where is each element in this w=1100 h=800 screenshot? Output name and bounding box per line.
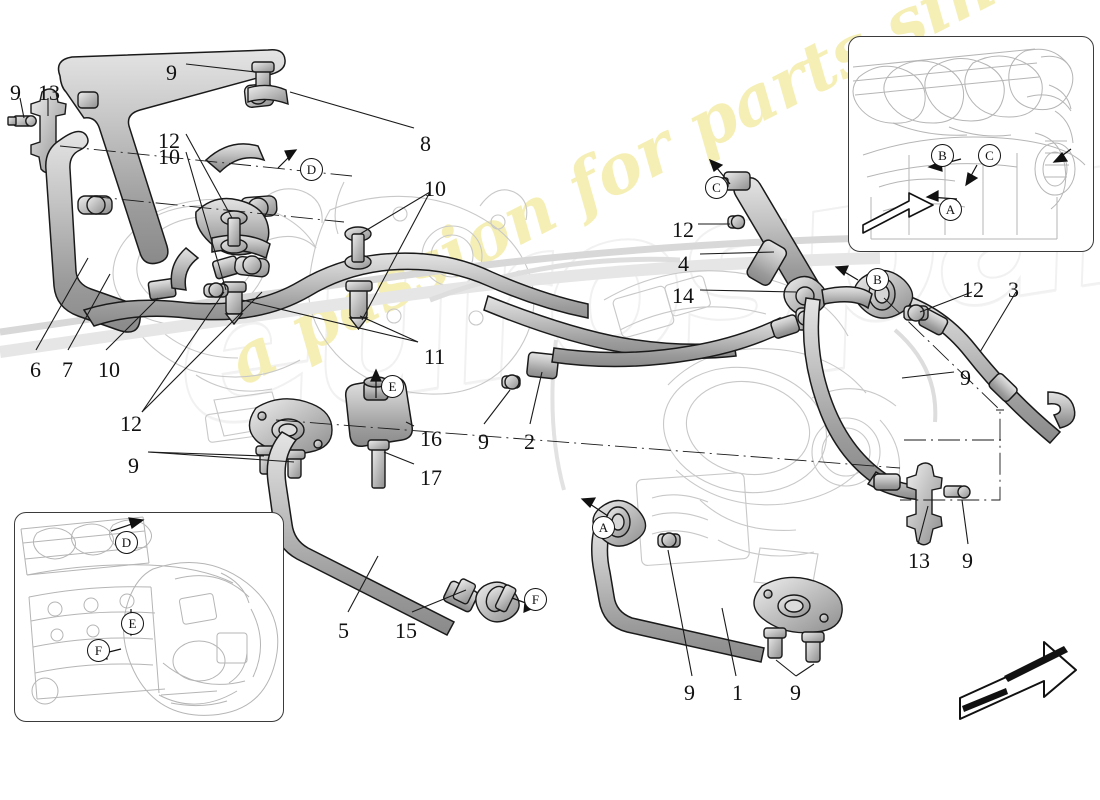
inset-engine-bottom: D E F	[14, 512, 284, 722]
callout-7: 7	[62, 357, 73, 382]
callout-16: 16	[420, 426, 442, 451]
reference-letter-e: E	[381, 375, 404, 398]
inset-engine-top: B C A	[848, 36, 1094, 252]
callout-6: 6	[30, 357, 41, 382]
callout-10-left: 10	[98, 357, 120, 382]
callout-9-bottom: 9	[684, 680, 695, 705]
callout-5: 5	[338, 618, 349, 643]
inset-bottom-letter-f: F	[87, 639, 110, 662]
callout-1: 1	[732, 680, 743, 705]
inset-top-drawing	[852, 48, 1086, 240]
inset-top-letter-b: B	[931, 144, 954, 167]
callout-9-bottom2: 9	[790, 680, 801, 705]
reference-letter-b: B	[866, 268, 889, 291]
callout-14: 14	[672, 283, 694, 308]
callout-9-farright: 9	[962, 548, 973, 573]
callout-12-far: 12	[962, 277, 984, 302]
callout-13-topleft: 13	[38, 80, 60, 105]
callout-9-center: 9	[478, 429, 489, 454]
inset-top-letter-c: C	[978, 144, 1001, 167]
callout-9-topleft: 9	[10, 80, 21, 105]
reference-letter-a: A	[592, 516, 615, 539]
reference-letter-c: C	[705, 176, 728, 199]
reference-letter-d: D	[300, 158, 323, 181]
callout-9-right: 9	[960, 365, 971, 390]
inset-bottom-letter-d: D	[115, 531, 138, 554]
reference-letter-f: F	[524, 588, 547, 611]
callout-10-mid: 10	[424, 176, 446, 201]
callout-9-top: 9	[166, 60, 177, 85]
inset-top-letter-a: A	[939, 198, 962, 221]
callout-4: 4	[678, 251, 689, 276]
callout-2: 2	[524, 429, 535, 454]
callout-9-left: 9	[128, 453, 139, 478]
callout-17: 17	[420, 465, 442, 490]
callout-12-right: 12	[672, 217, 694, 242]
callout-10-topleft: 10	[158, 144, 180, 169]
callout-12-left: 12	[120, 411, 142, 436]
inset-bottom-drawing	[20, 516, 279, 716]
callout-3: 3	[1008, 277, 1019, 302]
callout-15: 15	[395, 618, 417, 643]
callout-11: 11	[424, 344, 446, 369]
callout-13-right: 13	[908, 548, 930, 573]
inset-bottom-letter-e: E	[121, 612, 144, 635]
callout-8: 8	[420, 131, 431, 156]
callout-12-topleft: 12	[158, 128, 180, 153]
